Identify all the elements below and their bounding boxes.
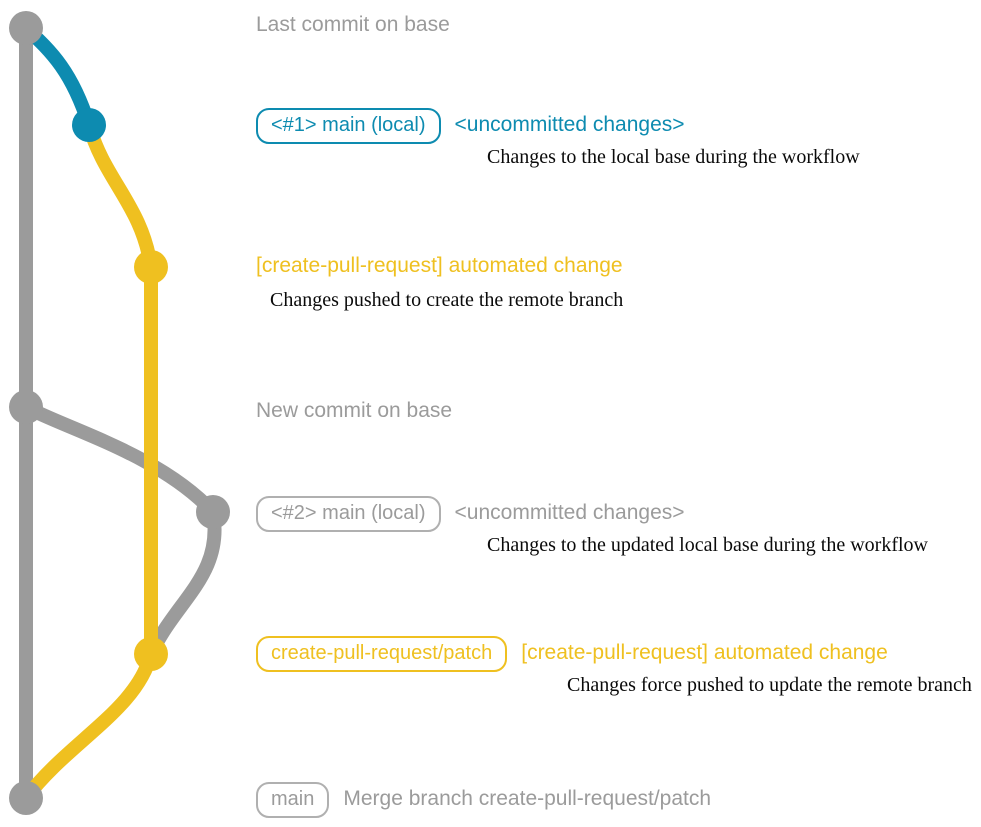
commit-subject: <uncommitted changes> (454, 501, 685, 524)
commit-description-remote-2: Changes force pushed to update the remot… (567, 674, 972, 696)
commit-row-base-merge: main Merge branch create-pull-request/pa… (256, 782, 711, 818)
commit-row-local-1: <#1> main (local) <uncommitted changes> (256, 108, 685, 144)
commit-description-local-2: Changes to the updated local base during… (487, 534, 928, 556)
commit-row-base-new: New commit on base (256, 398, 452, 424)
branch-ref-chip-main[interactable]: main (256, 782, 330, 818)
branch-ref-chip-wrap: <#2> main (local) (256, 496, 441, 532)
branch-ref-chip-wrap: create-pull-request/patch (256, 636, 508, 672)
commit-node-remote-1[interactable] (134, 250, 168, 284)
commit-subject: <uncommitted changes> (454, 113, 685, 136)
commit-node-remote-2[interactable] (134, 637, 168, 671)
commit-nodes (9, 11, 230, 815)
branch-ref-chip-local-1[interactable]: <#1> main (local) (256, 108, 441, 144)
commit-subject: [create-pull-request] automated change (521, 641, 888, 664)
branch-ref-chip-local-2[interactable]: <#2> main (local) (256, 496, 441, 532)
edge-remote2-to-merge (19, 647, 158, 805)
branch-ref-chip-wrap: <#1> main (local) (256, 108, 441, 144)
edge-base-to-local1 (19, 21, 96, 132)
commit-node-base-merge[interactable] (9, 781, 43, 815)
branch-ref-chip-wrap: main (256, 782, 330, 818)
commit-subject: New commit on base (256, 399, 453, 422)
edge-local1-to-remote1 (82, 118, 158, 274)
commit-node-local-2[interactable] (196, 495, 230, 529)
commit-subject: Merge branch create-pull-request/patch (343, 787, 712, 810)
edge-local2-to-remote2 (144, 505, 222, 661)
commit-row-remote-2: create-pull-request/patch [create-pull-r… (256, 636, 888, 672)
commit-node-local-1[interactable] (72, 108, 106, 142)
commit-row-local-2: <#2> main (local) <uncommitted changes> (256, 496, 685, 532)
branch-ref-chip-remote-2[interactable]: create-pull-request/patch (256, 636, 508, 672)
commit-subject: [create-pull-request] automated change (256, 254, 623, 277)
commit-description-remote-1: Changes pushed to create the remote bran… (270, 289, 624, 311)
commit-node-base-last[interactable] (9, 11, 43, 45)
commit-row-remote-1: [create-pull-request] automated change (256, 253, 623, 279)
edge-base-to-local2 (19, 400, 220, 519)
commit-row-base-last: Last commit on base (256, 12, 450, 38)
commit-subject: Last commit on base (256, 13, 450, 36)
commit-description-local-1: Changes to the local base during the wor… (487, 146, 860, 168)
commit-node-base-new[interactable] (9, 390, 43, 424)
